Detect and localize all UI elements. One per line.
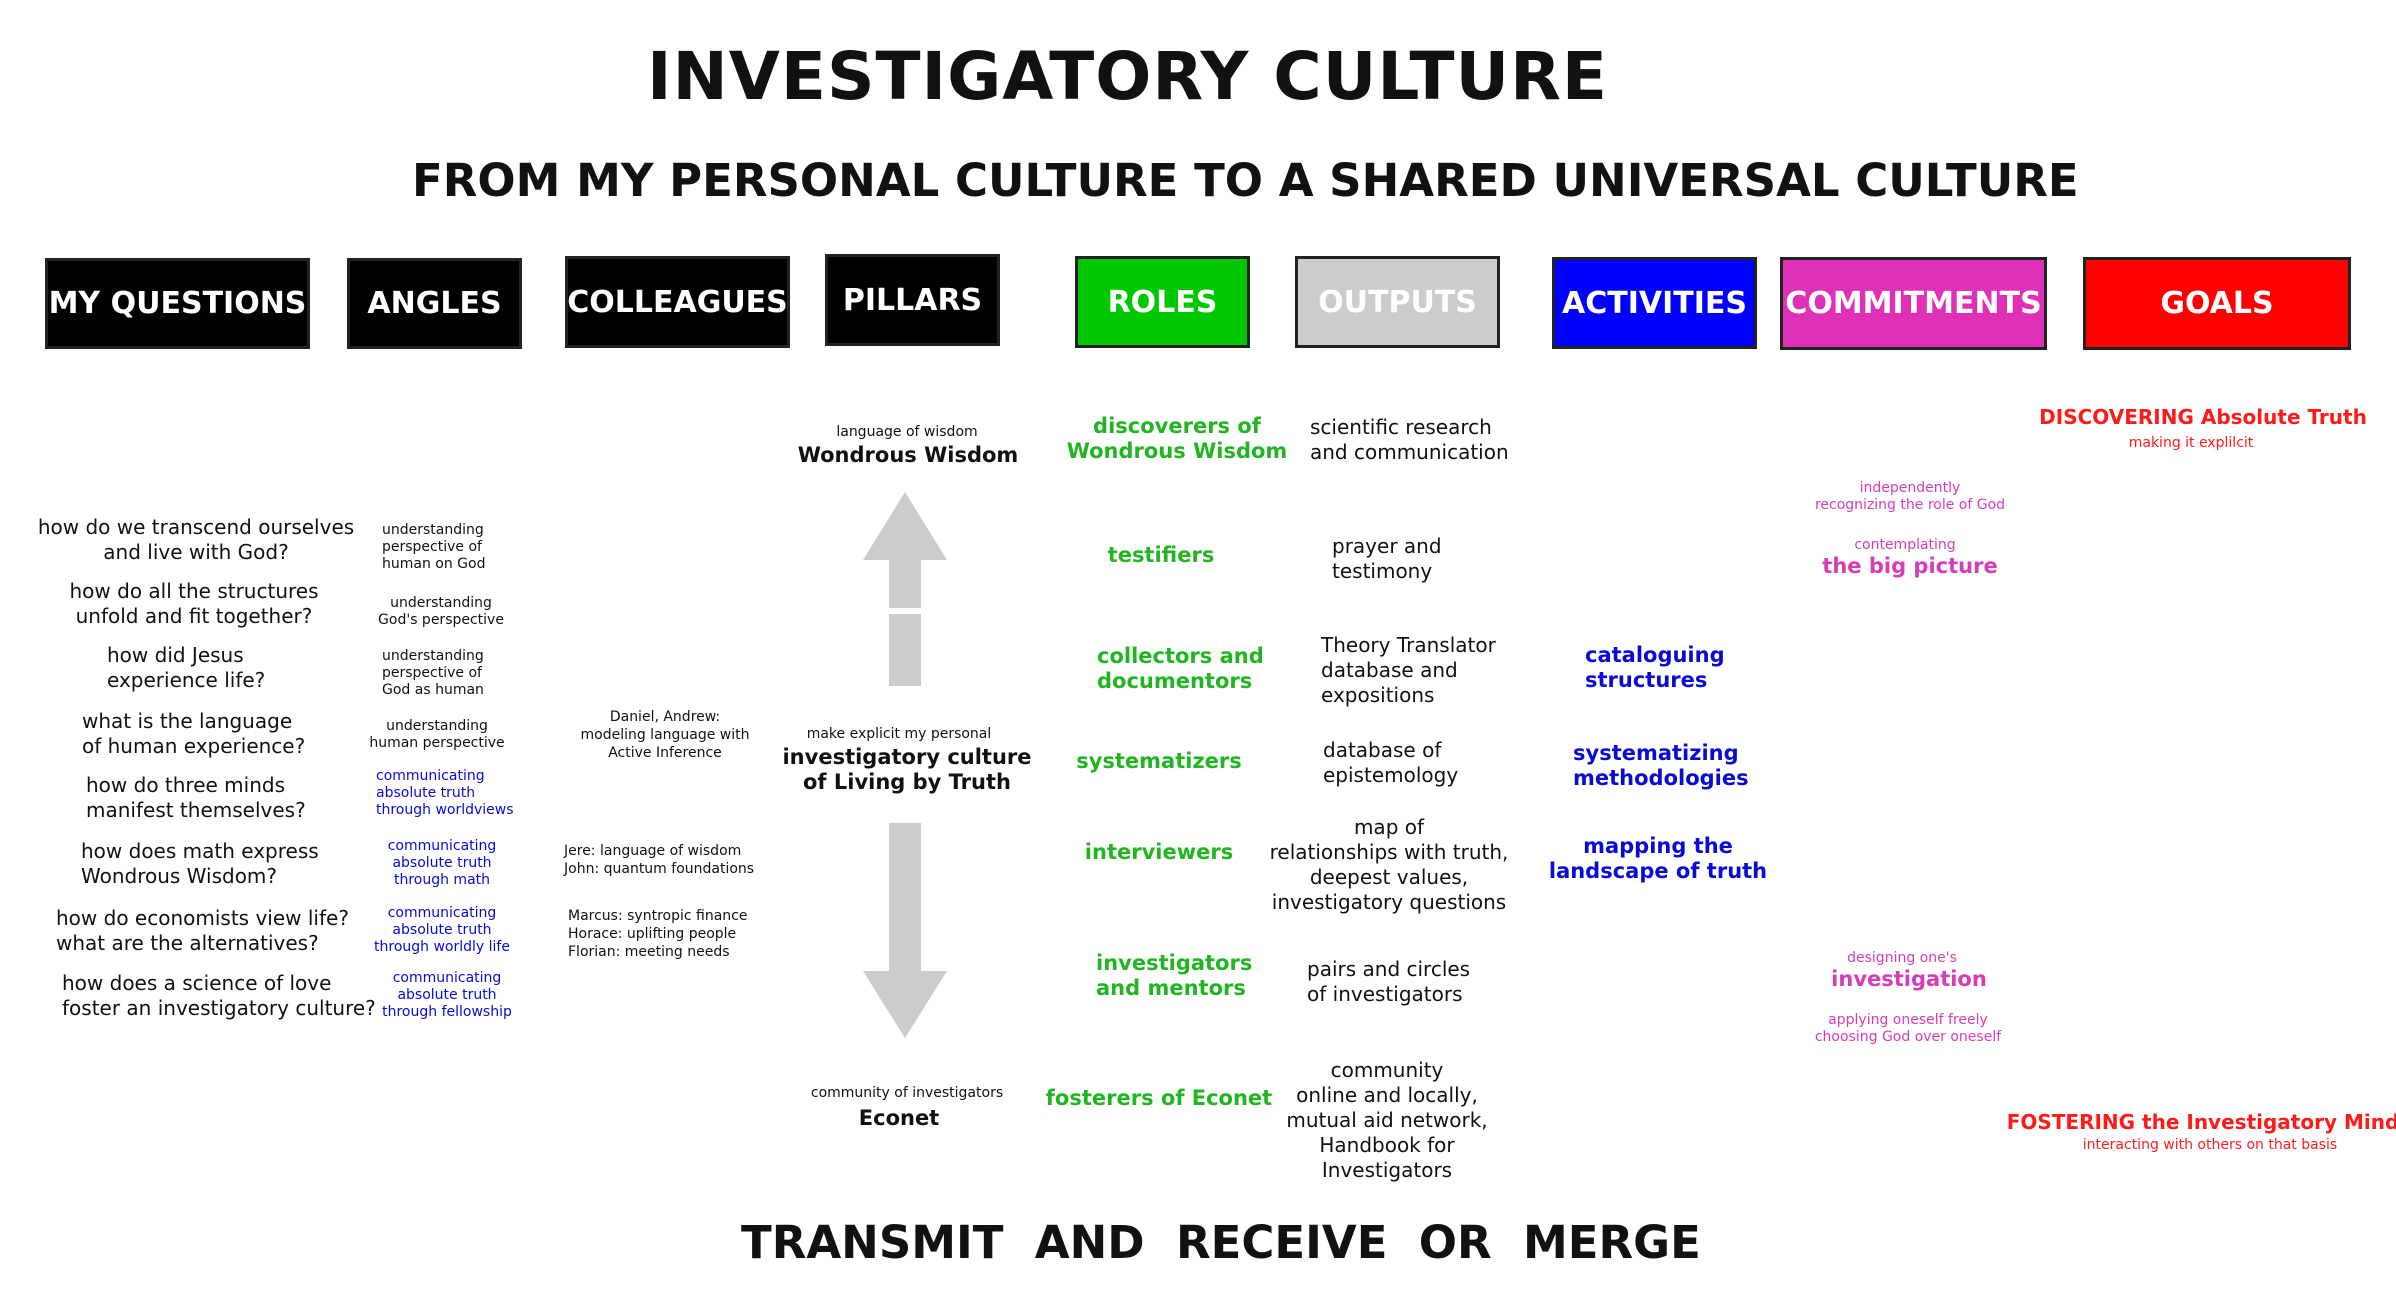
goal-label: DISCOVERING Absolute Truth — [2039, 405, 2367, 429]
page-title: INVESTIGATORY CULTURE — [647, 38, 1608, 115]
commitment-label: investigation — [1831, 967, 1987, 991]
question-item: how does a science of love foster an inv… — [62, 971, 376, 1020]
role-item: systematizers — [1076, 749, 1242, 773]
header-angles: ANGLES — [347, 258, 522, 349]
question-item: what is the language of human experience… — [82, 709, 306, 758]
angle-item: understanding human perspective — [369, 718, 505, 751]
output-item: community online and locally, mutual aid… — [1286, 1058, 1488, 1182]
activity-item: systematizing methodologies — [1573, 741, 1749, 790]
role-item: fosterers of Econet — [1045, 1086, 1273, 1110]
pillar-top-label: Wondrous Wisdom — [797, 443, 1019, 467]
commitment-caption: independently recognizing the role of Go… — [1814, 480, 2006, 513]
footer-tagline: TRANSMIT AND RECEIVE OR MERGE — [741, 1216, 1701, 1269]
role-item: testifiers — [1107, 543, 1215, 567]
header-activities: ACTIVITIES — [1552, 257, 1757, 349]
goal-caption: making it explilcit — [2128, 435, 2254, 451]
pillar-bottom-caption: community of investigators — [810, 1085, 1004, 1101]
role-item: collectors and documentors — [1097, 644, 1264, 693]
pillar-bottom-label: Econet — [858, 1106, 940, 1130]
role-item: investigators and mentors — [1096, 951, 1253, 1000]
goal-caption: interacting with others on that basis — [2082, 1137, 2338, 1153]
header-roles: ROLES — [1075, 256, 1250, 348]
output-item: database of epistemology — [1323, 738, 1459, 787]
colleague-item: Marcus: syntropic finance Horace: uplift… — [568, 908, 748, 960]
header-outputs: OUTPUTS — [1295, 256, 1500, 348]
goal-label: FOSTERING the Investigatory Mind — [2006, 1110, 2396, 1134]
question-item: how did Jesus experience life? — [107, 643, 266, 692]
output-item: map of relationships with truth, deepest… — [1269, 815, 1509, 914]
angle-item: communicating absolute truth through fel… — [382, 970, 512, 1020]
commitment-caption: applying oneself freely choosing God ove… — [1814, 1012, 2002, 1045]
header-my-questions: MY QUESTIONS — [45, 258, 310, 349]
header-colleagues: COLLEAGUES — [565, 256, 790, 348]
angle-item: understanding perspective of God as huma… — [382, 648, 484, 698]
arrow-down-icon — [863, 823, 947, 1038]
role-item: interviewers — [1084, 840, 1234, 864]
output-item: Theory Translator database and expositio… — [1321, 633, 1496, 707]
pillar-mid-caption: make explicit my personal — [806, 726, 992, 742]
question-item: how do we transcend ourselves and live w… — [37, 515, 355, 564]
arrow-up-icon — [863, 492, 947, 686]
question-item: how do three minds manifest themselves? — [86, 773, 306, 822]
header-commitments: COMMITMENTS — [1780, 257, 2047, 350]
commitment-caption: designing one's — [1847, 950, 1957, 966]
colleague-item: Jere: language of wisdom John: quantum f… — [564, 843, 755, 877]
output-item: scientific research and communication — [1310, 415, 1509, 464]
angle-item: communicating absolute truth through wor… — [374, 905, 510, 955]
question-item: how do economists view life? what are th… — [56, 906, 349, 955]
angle-item: communicating absolute truth through wor… — [376, 768, 514, 818]
role-item: discoverers of Wondrous Wisdom — [1066, 414, 1288, 463]
commitment-label: the big picture — [1822, 554, 1998, 578]
pillar-mid-label: investigatory culture of Living by Truth — [782, 745, 1032, 794]
colleague-item: Daniel, Andrew: modeling language with A… — [580, 709, 750, 761]
output-item: pairs and circles of investigators — [1307, 957, 1471, 1006]
header-pillars: PILLARS — [825, 254, 1000, 346]
output-item: prayer and testimony — [1332, 534, 1442, 583]
question-item: how do all the structures unfold and fit… — [69, 579, 319, 628]
activity-item: mapping the landscape of truth — [1548, 834, 1768, 883]
header-goals: GOALS — [2083, 257, 2351, 350]
page-subtitle: FROM MY PERSONAL CULTURE TO A SHARED UNI… — [412, 154, 2079, 207]
question-item: how does math express Wondrous Wisdom? — [81, 839, 319, 888]
commitment-caption: contemplating — [1854, 537, 1956, 553]
angle-item: understanding God's perspective — [378, 595, 504, 628]
angle-item: communicating absolute truth through mat… — [387, 838, 497, 888]
pillar-top-caption: language of wisdom — [836, 424, 978, 440]
angle-item: understanding perspective of human on Go… — [382, 522, 486, 572]
activity-item: cataloguing structures — [1585, 643, 1725, 692]
